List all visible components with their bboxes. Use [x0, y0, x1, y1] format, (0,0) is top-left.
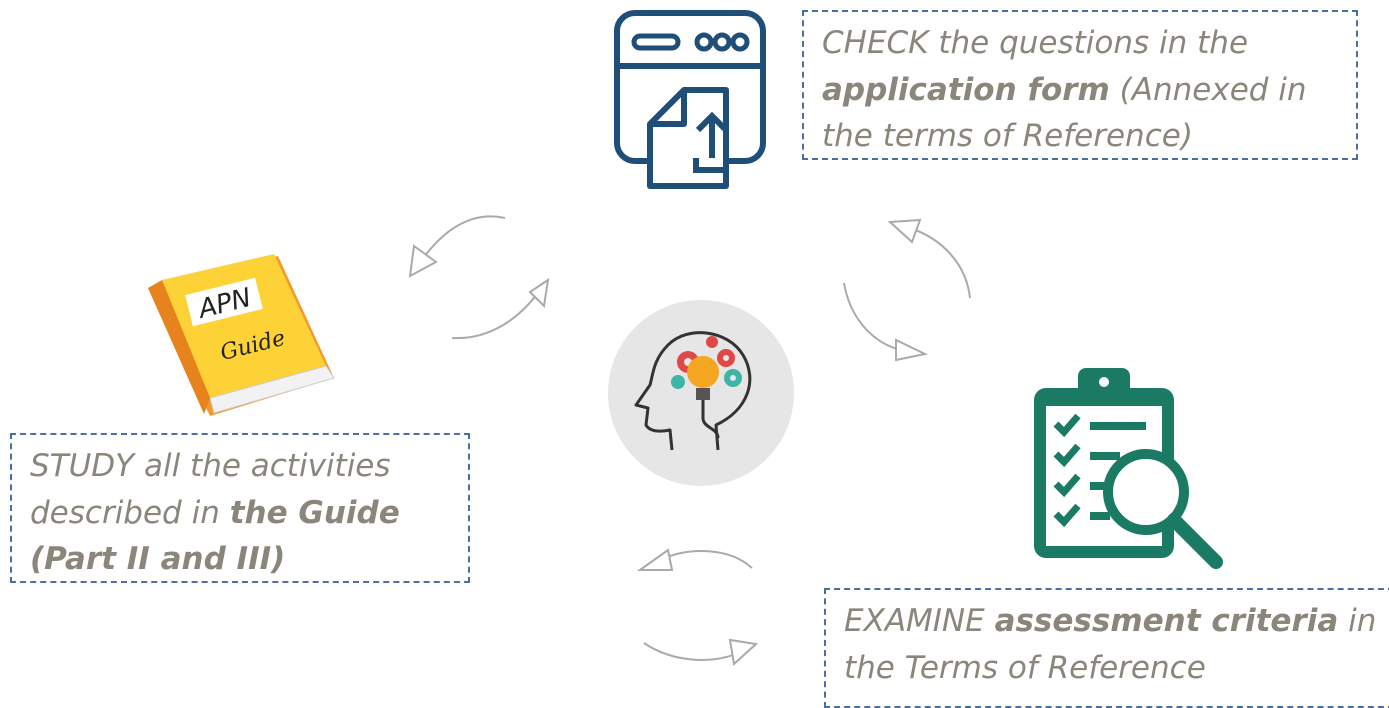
arrow-bottom-lower [643, 642, 737, 661]
study-box [10, 433, 470, 583]
checklist-magnifier-icon [1034, 368, 1223, 569]
brain-idea-icon [608, 300, 794, 486]
arrow-right-upper [909, 227, 971, 299]
arrowhead-left-upper [408, 244, 438, 278]
arrow-bottom-upper [659, 550, 753, 569]
application-form-icon [614, 10, 766, 189]
apn-guide-book-icon: APN Guide [148, 254, 335, 416]
arrowhead-left-lower [528, 277, 550, 309]
check-box [802, 10, 1358, 160]
check-text: CHECK the questions in the application f… [822, 25, 1307, 154]
examine-text: EXAMINE assessment criteria in the Terms… [844, 603, 1377, 686]
arrow-right-lower [843, 282, 901, 351]
study-text: STUDY all the activities described in th… [30, 448, 400, 577]
arrowhead-bottom-upper [636, 548, 674, 571]
arrowhead-right-lower [895, 338, 929, 362]
arrowhead-bottom-lower [728, 638, 759, 666]
arrowhead-right-upper [887, 218, 922, 244]
cycle-arrows [408, 215, 971, 666]
arrow-left-lower [451, 289, 541, 340]
